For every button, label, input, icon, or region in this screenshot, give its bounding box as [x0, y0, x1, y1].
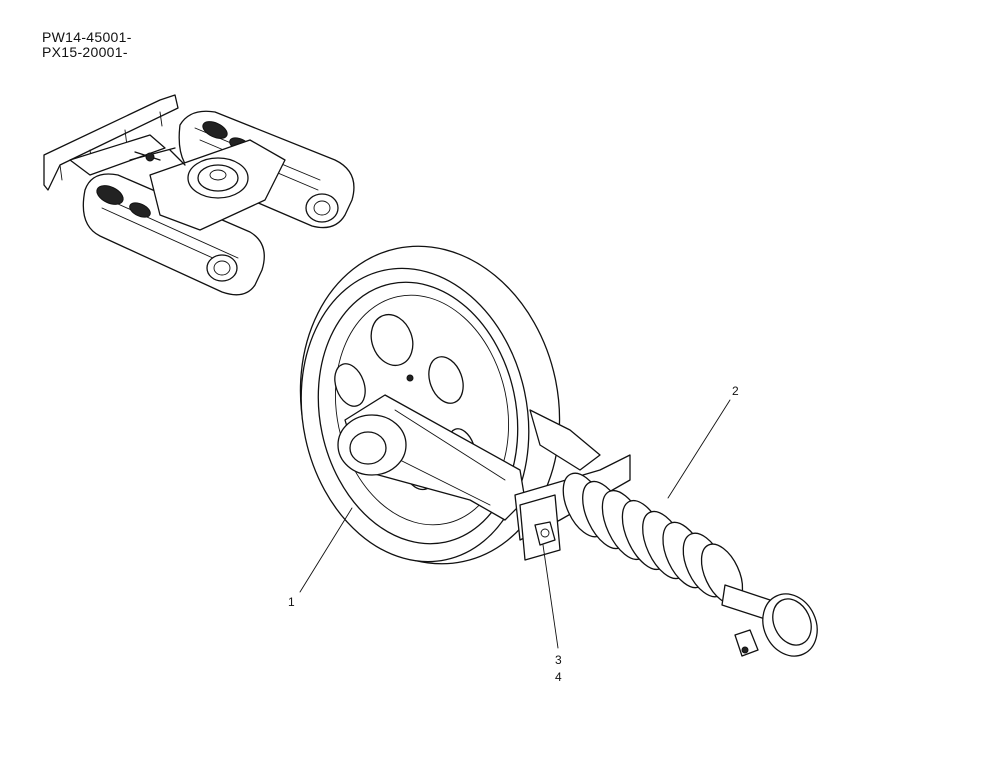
callout-2: 2 [667, 384, 739, 499]
recoil-spring-assembly [534, 472, 818, 657]
callout-label-2: 2 [732, 384, 739, 398]
undercarriage-overview [43, 94, 355, 296]
callout-3-4: 3 4 [542, 544, 562, 684]
callout-label-3: 3 [555, 653, 562, 667]
callout-label-4: 4 [555, 670, 562, 684]
callout-label-1: 1 [288, 595, 295, 609]
callout-1: 1 [288, 507, 353, 609]
serial-number-2: PX15-20001- [42, 44, 128, 60]
serial-number-1: PW14-45001- [42, 29, 132, 45]
